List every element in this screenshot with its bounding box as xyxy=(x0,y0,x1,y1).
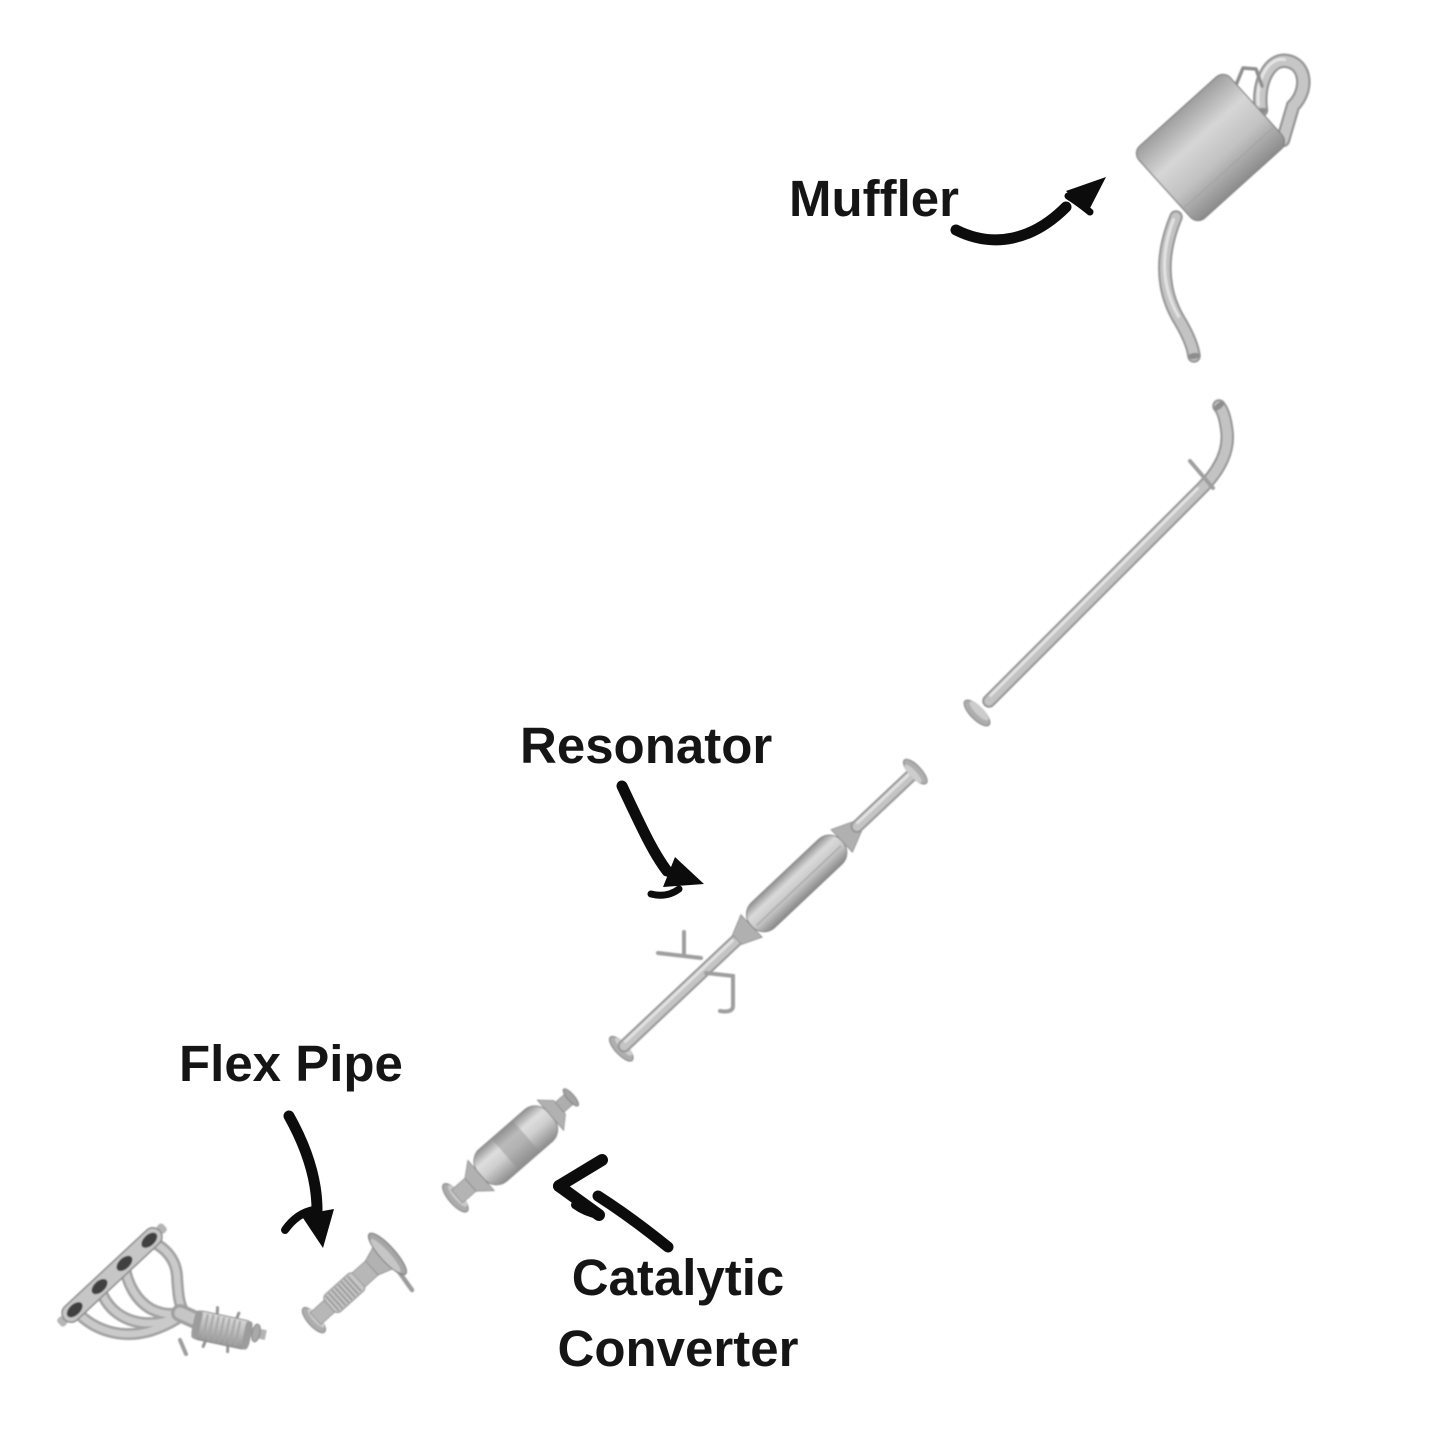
intermediate-pipe-graphic xyxy=(963,399,1235,727)
catalytic-converter-arrow xyxy=(553,1154,674,1253)
muffler-arrow xyxy=(950,177,1106,246)
flex-pipe-graphic xyxy=(301,1232,415,1334)
catalytic-converter-graphic xyxy=(442,1088,580,1213)
flex-pipe-label: Flex Pipe xyxy=(179,1035,403,1092)
resonator-graphic xyxy=(608,758,928,1062)
muffler-label: Muffler xyxy=(789,170,959,227)
exhaust-manifold-graphic xyxy=(57,1223,267,1356)
hanger-rod xyxy=(1188,459,1215,490)
flex-pipe-arrow xyxy=(281,1110,334,1248)
hanger-bracket xyxy=(656,930,735,1014)
hanger-wire xyxy=(1234,66,1264,88)
catalytic-converter-label: Catalytic Converter xyxy=(557,1249,799,1378)
resonator-arrow xyxy=(616,780,704,899)
resonator-label: Resonator xyxy=(520,717,773,774)
muffler-graphic xyxy=(1135,53,1311,363)
